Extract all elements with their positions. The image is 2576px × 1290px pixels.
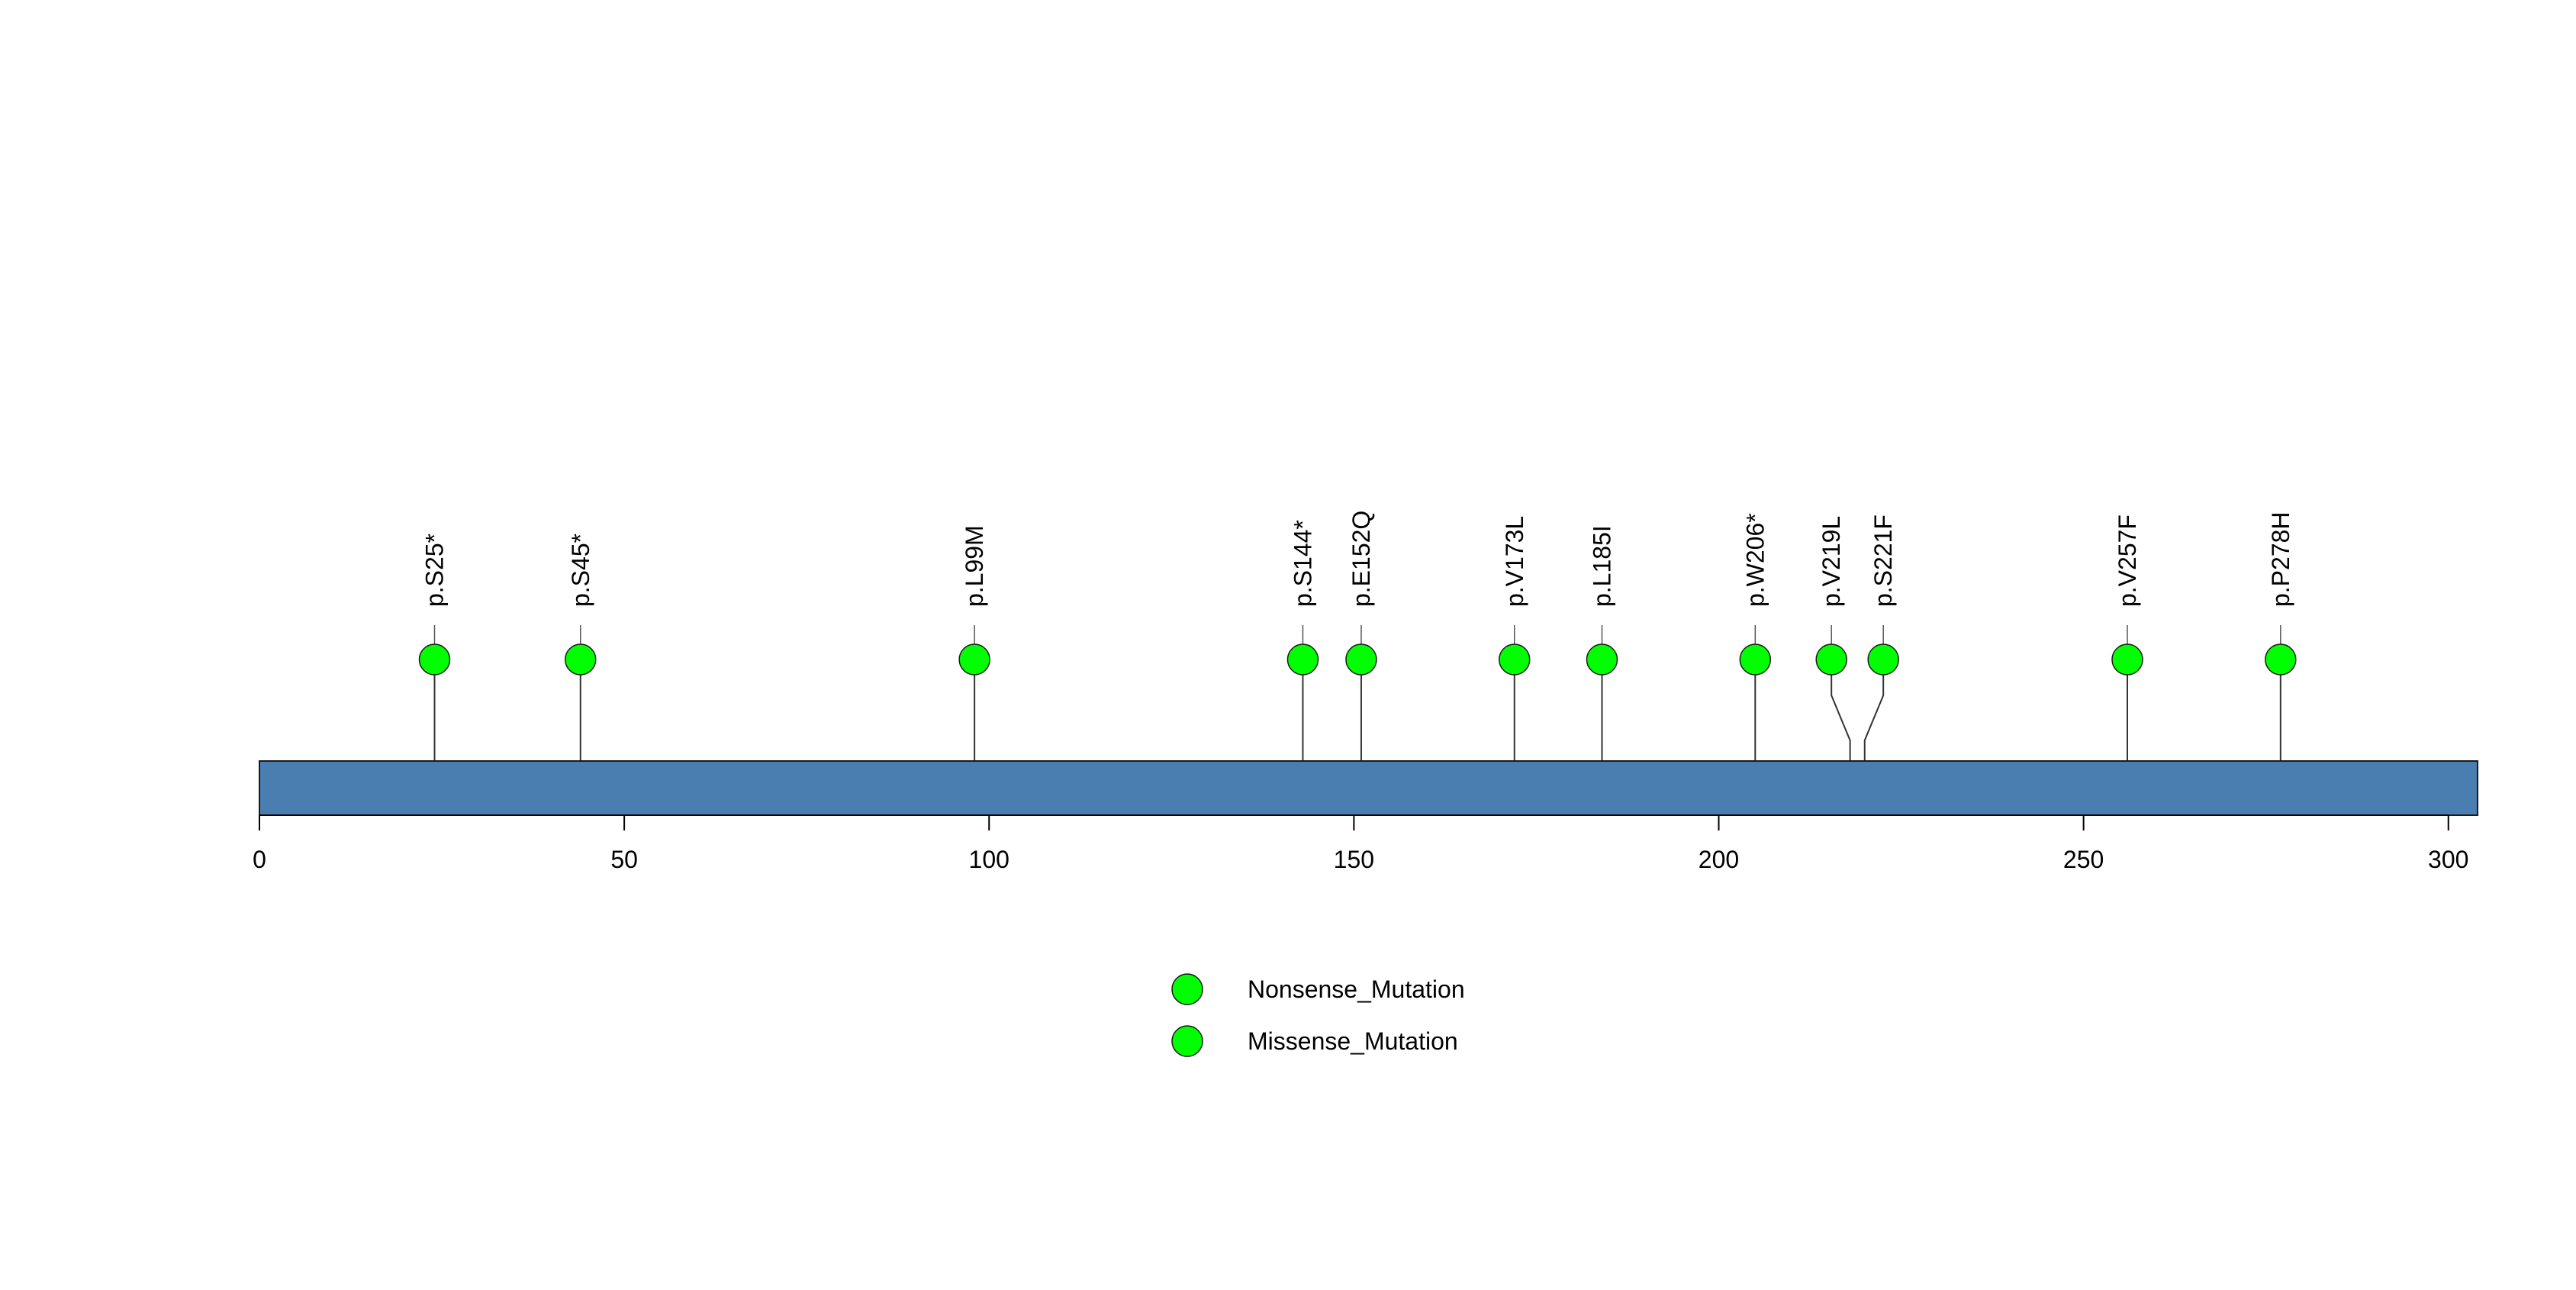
mutation-marker (958, 643, 990, 676)
legend-label: Missense_Mutation (1248, 1027, 1458, 1055)
mutation-label: p.V257F (2114, 514, 2141, 607)
mutation-label: p.P278H (2267, 511, 2294, 607)
mutation-marker (1499, 643, 1531, 676)
mutation-label: p.L99M (961, 525, 988, 607)
mutation-marker (1739, 643, 1772, 676)
x-tick-label: 100 (969, 846, 1009, 873)
mutation-marker (2265, 643, 2297, 676)
legend-marker (1171, 1025, 1203, 1057)
mutation-marker (2111, 643, 2143, 676)
x-tick-label: 200 (1699, 846, 1739, 873)
legend-label: Nonsense_Mutation (1248, 976, 1465, 1003)
mutation-label: p.L185I (1589, 525, 1616, 607)
x-axis: 0 50 100 150 200 250 300 (253, 814, 2468, 873)
mutation-marker (418, 643, 451, 676)
mutation-marker (1815, 643, 1847, 676)
x-tick-label: 250 (2063, 846, 2104, 873)
mutation-marker (1867, 643, 1899, 676)
mutation-label: p.W206* (1741, 513, 1769, 607)
legend-marker (1171, 973, 1203, 1005)
mutation-label: p.E152Q (1348, 511, 1375, 607)
mutation-label: p.S144* (1289, 520, 1316, 607)
x-tick-label: 0 (253, 846, 266, 873)
mutation-marker (1286, 643, 1319, 676)
mutation-marker (1345, 643, 1377, 676)
x-tick-label: 300 (2428, 846, 2468, 873)
x-tick-label: 150 (1334, 846, 1374, 873)
protein-bar (259, 760, 2478, 816)
mutation-marker (1586, 643, 1618, 676)
x-tick-label: 50 (610, 846, 638, 873)
mutation-markers (418, 643, 2297, 676)
mutation-label: p.V173L (1501, 516, 1528, 607)
mutation-label: p.V219L (1818, 516, 1845, 607)
mutation-label: p.S25* (421, 534, 449, 607)
mutation-label: p.S221F (1869, 514, 1897, 607)
mutation-label: p.S45* (567, 534, 594, 607)
mutation-marker (565, 643, 597, 676)
mutation-labels: p.S25* p.S45* p.L99M p.S144* p.E152Q p.V173L p… (421, 511, 2294, 607)
